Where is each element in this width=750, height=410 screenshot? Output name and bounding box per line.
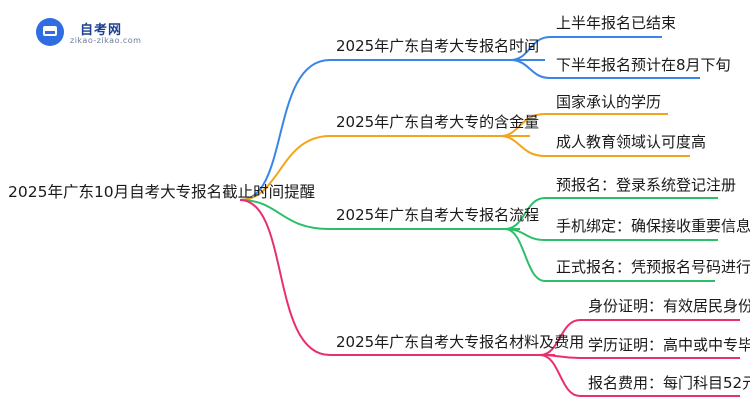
connector-branch-0-child-0 <box>509 36 662 61</box>
connector-root-branch-1 <box>239 135 530 201</box>
connector-branch-1-child-1 <box>499 135 690 157</box>
branch-topic-1: 2025年广东自考大专的含金量 <box>336 113 540 131</box>
connector-branch-2-child-2 <box>504 228 715 282</box>
graduation-cap-icon <box>36 18 64 46</box>
connector-branch-0-child-1 <box>509 59 700 79</box>
subtopic-2-2: 正式报名：凭预报名号码进行 <box>556 258 750 276</box>
connector-branch-3-child-1 <box>539 354 740 359</box>
logo-subtitle: zikao-zikao.com <box>70 36 142 45</box>
subtopic-1-1: 成人教育领域认可度高 <box>556 133 707 151</box>
branch-topic-0: 2025年广东自考大专报名时间 <box>336 37 540 55</box>
site-logo[interactable]: 自考网 zikao-zikao.com <box>36 16 146 50</box>
subtopic-2-1: 手机绑定：确保接收重要信息 <box>556 217 750 235</box>
subtopic-3-2: 报名费用：每门科目52元 <box>588 374 750 392</box>
connector-branch-3-child-0 <box>539 319 740 356</box>
connector-branch-1-child-0 <box>499 113 668 137</box>
connector-root-branch-3 <box>239 199 555 356</box>
connector-branch-2-child-1 <box>504 228 718 241</box>
subtopic-0-1: 下半年报名预计在8月下旬 <box>556 56 731 74</box>
subtopic-1-0: 国家承认的学历 <box>556 93 662 111</box>
root-topic: 2025年广东10月自考大专报名截止时间提醒 <box>8 183 316 201</box>
subtopic-0-0: 上半年报名已结束 <box>556 14 677 32</box>
subtopic-2-0: 预报名：登录系统登记注册 <box>556 176 737 194</box>
branch-topic-2: 2025年广东自考大专报名流程 <box>336 206 540 224</box>
connector-root-branch-2 <box>239 199 520 230</box>
connector-branch-3-child-2 <box>539 354 740 397</box>
subtopic-3-0: 身份证明：有效居民身份证 <box>588 297 750 315</box>
subtopic-3-1: 学历证明：高中或中专毕业证 <box>588 336 750 354</box>
branch-topic-3: 2025年广东自考大专报名材料及费用 <box>336 333 585 351</box>
logo-title: 自考网 <box>80 23 123 38</box>
connector-branch-2-child-0 <box>504 197 718 230</box>
connector-root-branch-0 <box>239 59 545 201</box>
